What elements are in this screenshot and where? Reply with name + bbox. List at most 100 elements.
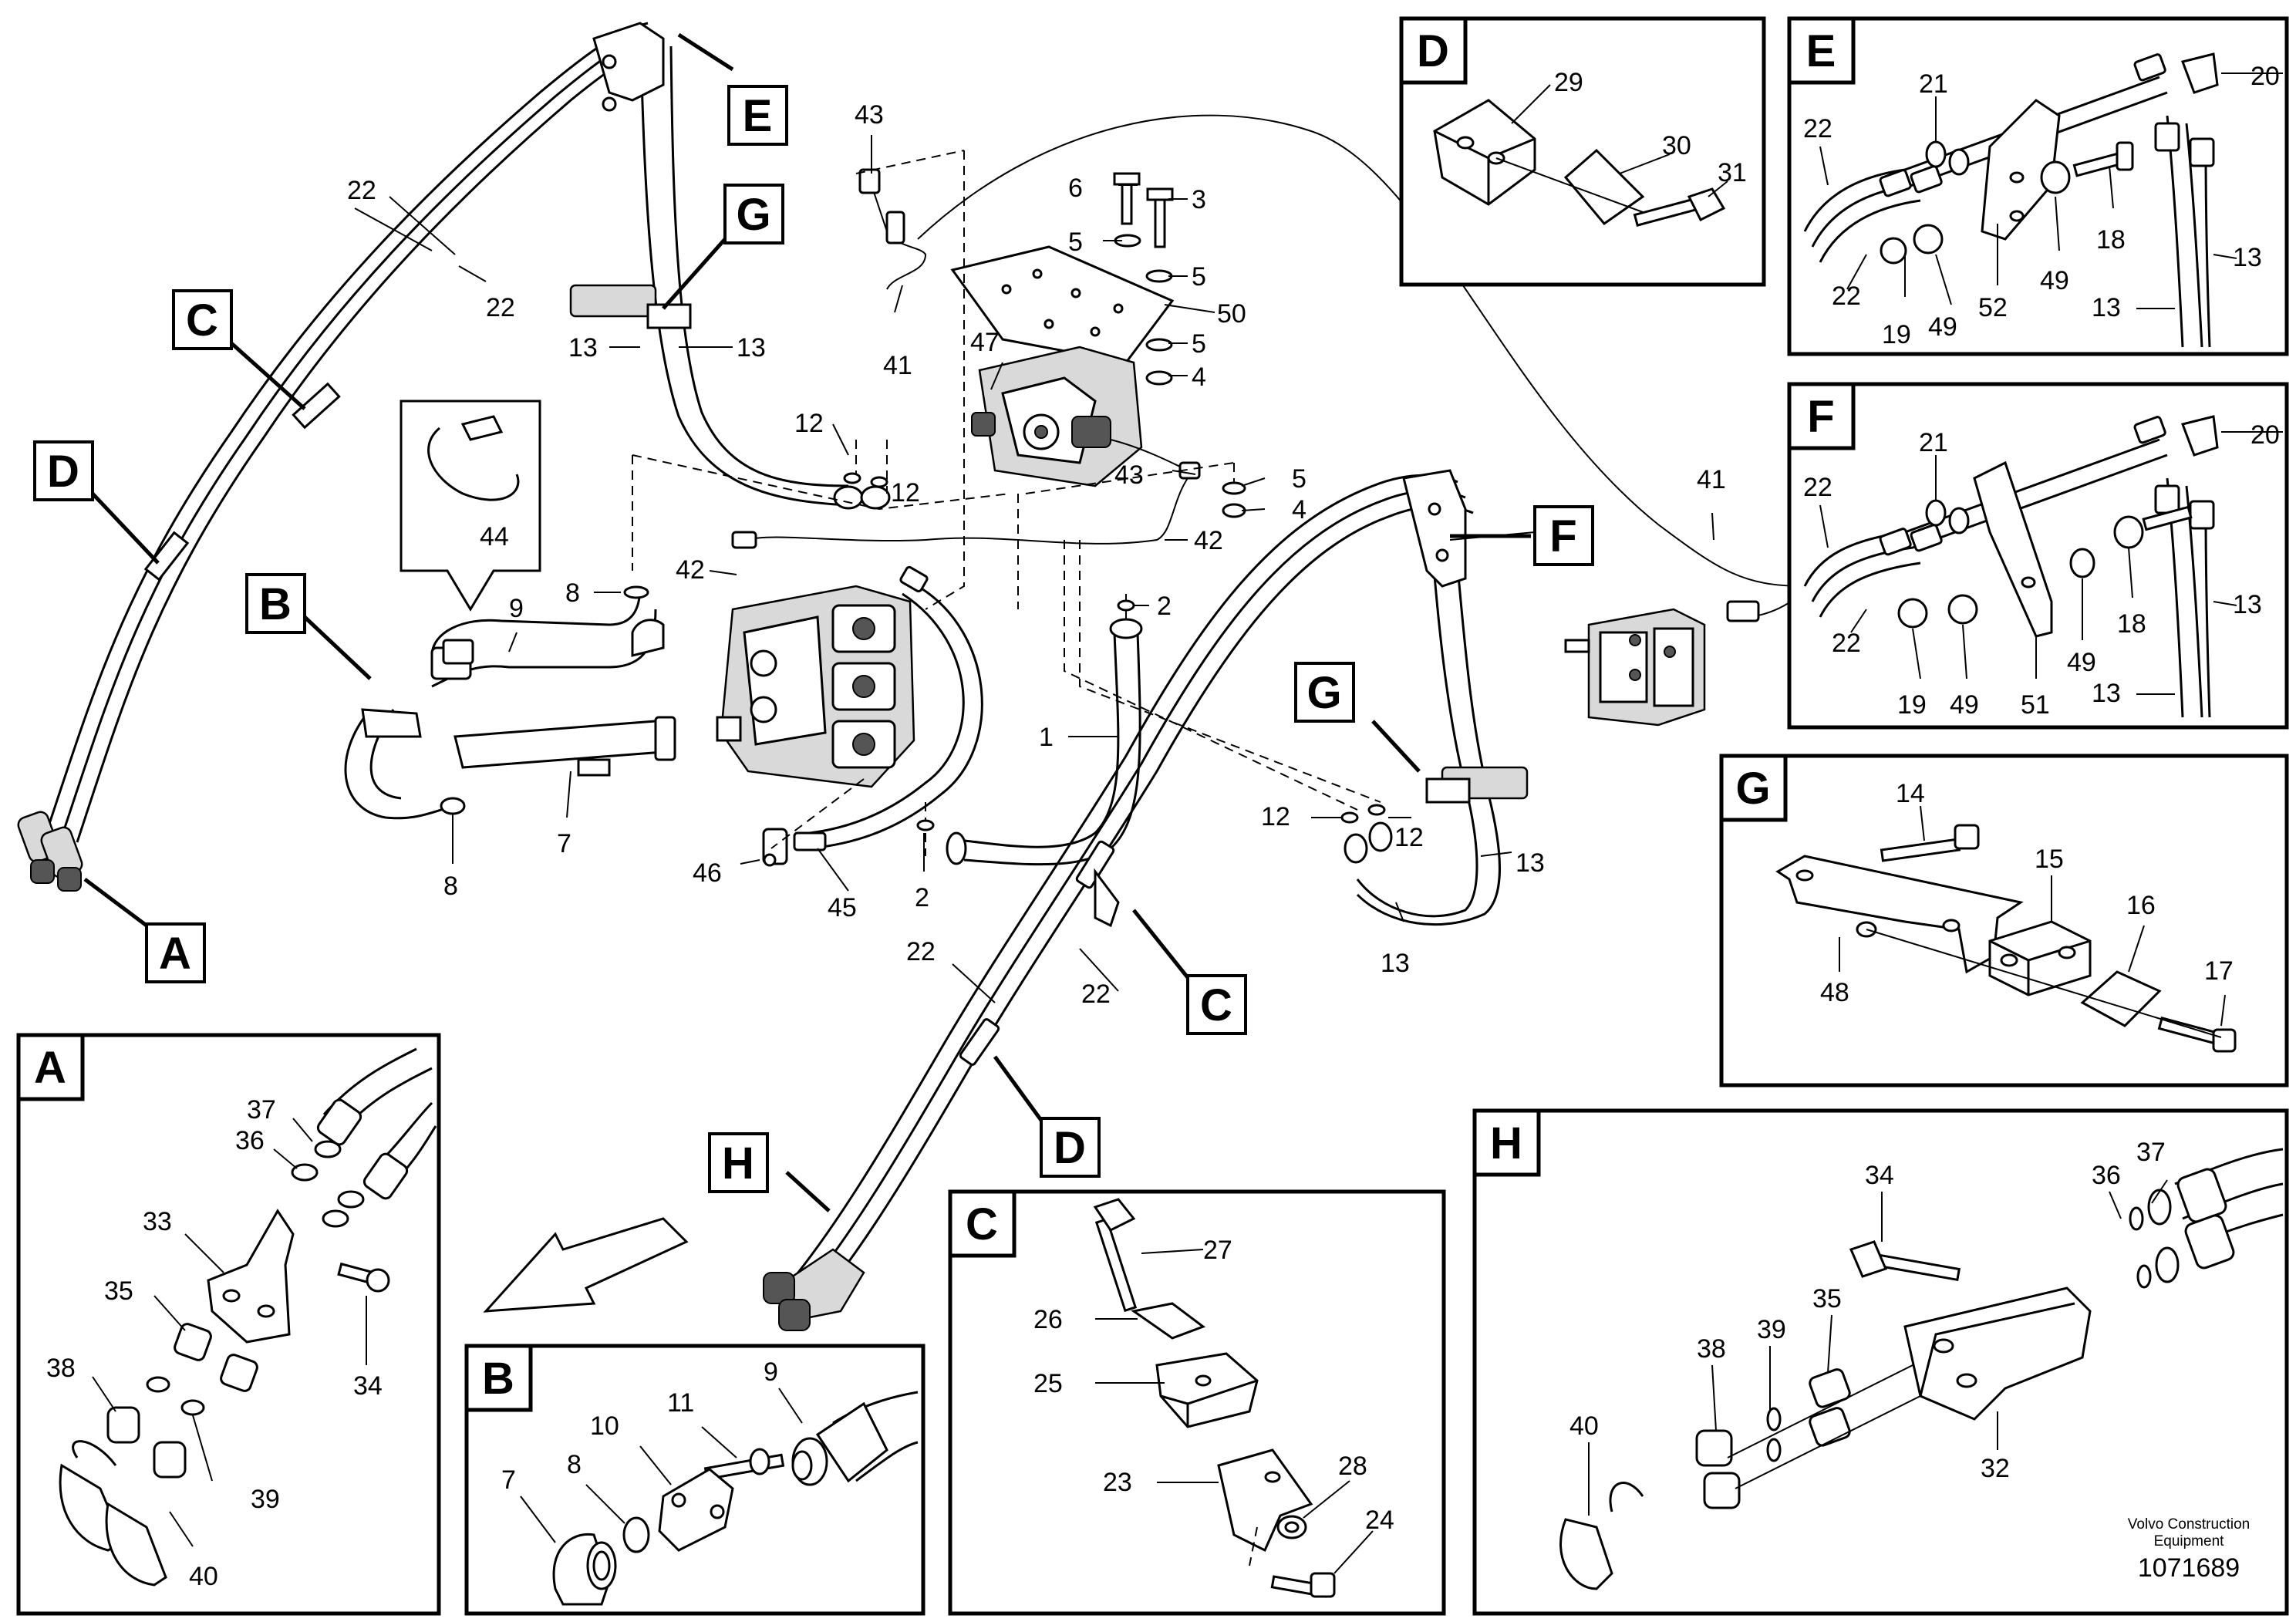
svg-text:D: D xyxy=(1054,1123,1086,1173)
label-33: 33 xyxy=(143,1207,172,1236)
label-19: 19 xyxy=(1897,690,1927,720)
label-39: 39 xyxy=(1757,1315,1786,1344)
label-12: 12 xyxy=(1261,802,1290,831)
label-8: 8 xyxy=(567,1450,582,1479)
label-8: 8 xyxy=(565,578,580,608)
label-12: 12 xyxy=(1394,823,1424,852)
svg-text:D: D xyxy=(1417,26,1449,76)
callout-d-upper xyxy=(33,440,94,501)
label-20: 20 xyxy=(2250,420,2280,450)
label-38: 38 xyxy=(1697,1334,1726,1364)
label-44: 44 xyxy=(480,522,509,551)
callout-g-upper xyxy=(723,184,784,244)
hose-45 xyxy=(762,565,983,867)
label-13: 13 xyxy=(2092,679,2121,708)
label-5: 5 xyxy=(1192,262,1206,292)
label-5: 5 xyxy=(1192,329,1206,359)
label-19: 19 xyxy=(1882,320,1911,349)
label-16: 16 xyxy=(2126,891,2156,920)
detail-view-a: A 37 36 33 35 38 xyxy=(16,1033,441,1616)
main-labels: 22 22 13 13 43 41 6 3 5 5 50 5 4 47 12 1… xyxy=(347,100,1726,1009)
svg-text:E: E xyxy=(743,91,773,141)
callout-h xyxy=(708,1132,769,1193)
detail-view-f: F 21 20 22 22 19 xyxy=(1787,382,2289,730)
label-35: 35 xyxy=(1812,1284,1842,1313)
label-13: 13 xyxy=(1381,949,1410,978)
callout-c-lower xyxy=(1186,974,1247,1035)
label-42: 42 xyxy=(1194,526,1223,555)
label-18: 18 xyxy=(2096,225,2126,255)
label-11: 11 xyxy=(667,1388,694,1418)
svg-text:C: C xyxy=(186,295,218,346)
label-21: 21 xyxy=(1919,69,1948,99)
label-2: 2 xyxy=(915,883,929,912)
label-10: 10 xyxy=(590,1411,619,1441)
label-47: 47 xyxy=(970,328,1000,357)
label-9: 9 xyxy=(509,594,524,623)
callout-c-upper xyxy=(172,289,233,350)
label-25: 25 xyxy=(1033,1369,1063,1398)
label-36: 36 xyxy=(235,1126,265,1155)
hose-1 xyxy=(946,618,1143,866)
view-callouts: C D A B E G C D H F G xyxy=(33,85,1594,1193)
label-13: 13 xyxy=(2092,293,2121,322)
label-22: 22 xyxy=(1803,114,1832,143)
label-7: 7 xyxy=(557,829,571,858)
label-4: 4 xyxy=(1292,495,1306,524)
label-13: 13 xyxy=(737,333,766,363)
label-7: 7 xyxy=(501,1465,516,1495)
svg-text:F: F xyxy=(1807,392,1834,442)
svg-text:H: H xyxy=(1490,1118,1522,1168)
main-assembly: 22 22 13 13 43 41 6 3 5 5 50 5 4 47 12 1… xyxy=(17,22,1805,1331)
svg-text:G: G xyxy=(736,190,770,240)
detail-view-d: D 29 30 31 xyxy=(1399,16,1766,287)
hose-13-upper xyxy=(569,22,891,510)
label-22: 22 xyxy=(1803,473,1832,502)
label-14: 14 xyxy=(1896,779,1925,808)
label-12: 12 xyxy=(794,409,824,438)
svg-text:A: A xyxy=(34,1043,66,1093)
svg-text:F: F xyxy=(1549,511,1576,561)
label-22: 22 xyxy=(1081,980,1111,1009)
view-pointers xyxy=(83,32,1531,1212)
label-52: 52 xyxy=(1978,293,2008,322)
brand-line2: Equipment xyxy=(2154,1533,2225,1549)
label-1: 1 xyxy=(1039,723,1054,752)
label-26: 26 xyxy=(1033,1305,1063,1334)
document-number: 1071689 xyxy=(2138,1553,2240,1583)
label-22: 22 xyxy=(1832,282,1861,311)
label-6: 6 xyxy=(1068,174,1083,203)
label-42: 42 xyxy=(676,555,705,585)
detail-view-e: E 21 20 22 22 1 xyxy=(1787,16,2289,356)
svg-text:C: C xyxy=(1200,980,1232,1030)
label-13: 13 xyxy=(568,333,598,363)
detail-view-c: C 27 26 25 23 28 24 xyxy=(948,1189,1446,1616)
label-46: 46 xyxy=(693,858,722,888)
label-31: 31 xyxy=(1718,158,1747,187)
dashed-leaders xyxy=(632,150,1381,856)
valve-plate-50 xyxy=(950,172,1175,386)
label-34: 34 xyxy=(353,1371,383,1401)
label-leaders xyxy=(354,135,1714,1003)
callout-b xyxy=(245,573,306,634)
svg-text:C: C xyxy=(966,1199,998,1249)
label-32: 32 xyxy=(1981,1454,2010,1483)
label-13: 13 xyxy=(2233,243,2262,272)
label-39: 39 xyxy=(251,1485,280,1514)
label-36: 36 xyxy=(2092,1161,2121,1190)
callout-d-lower xyxy=(1040,1117,1101,1178)
label-22: 22 xyxy=(1832,629,1861,658)
label-40: 40 xyxy=(189,1562,218,1591)
callout-g-lower xyxy=(1294,662,1355,723)
label-49: 49 xyxy=(2040,266,2069,295)
label-38: 38 xyxy=(46,1354,76,1383)
pipe-b xyxy=(344,585,676,820)
label-22: 22 xyxy=(347,176,376,205)
label-49: 49 xyxy=(1950,690,1979,720)
coupling-a xyxy=(17,811,83,892)
callout-a xyxy=(145,922,206,983)
main-valve-block xyxy=(716,585,915,788)
label-49: 49 xyxy=(2067,648,2096,677)
callout-e-main xyxy=(727,85,788,146)
